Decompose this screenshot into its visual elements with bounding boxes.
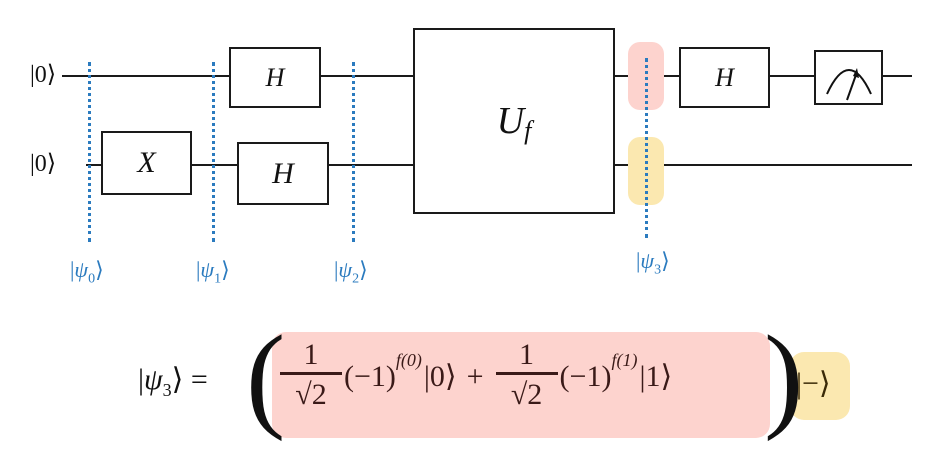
hadamard-gate-final: H — [679, 47, 770, 108]
fraction-2: 1√2 — [495, 338, 558, 415]
state-label-psi3: |ψ3⟩ — [636, 248, 670, 278]
barrier-psi3 — [645, 58, 648, 238]
minus-ket: |−⟩ — [796, 367, 831, 400]
hadamard-gate-qubit-0: H — [229, 47, 321, 108]
barrier-psi2 — [352, 62, 355, 242]
state-label-psi0: |ψ0⟩ — [70, 257, 104, 287]
equation-highlight-red — [272, 332, 770, 438]
close-paren: ) — [764, 311, 804, 442]
open-paren: ( — [246, 311, 286, 442]
input-ket-qubit-1: |0⟩ — [30, 151, 57, 177]
measurement-gate — [814, 50, 883, 105]
barrier-psi0 — [88, 62, 91, 242]
hadamard-gate-qubit-1: H — [237, 142, 329, 205]
equation-term-1: 1√2 (−1)f(0) |0⟩ + 1√2 (−1)f(1) |1⟩ — [278, 338, 672, 415]
fraction-1: 1√2 — [280, 338, 342, 415]
x-gate: X — [101, 131, 192, 195]
state-label-psi2: |ψ2⟩ — [334, 257, 368, 287]
equation-highlight-yellow — [790, 352, 850, 420]
meter-icon — [825, 67, 872, 100]
equation-lhs: |ψ3⟩ = — [138, 363, 208, 400]
barrier-psi1 — [212, 62, 215, 242]
input-ket-qubit-0: |0⟩ — [30, 62, 57, 88]
state-label-psi1: |ψ1⟩ — [196, 257, 230, 287]
